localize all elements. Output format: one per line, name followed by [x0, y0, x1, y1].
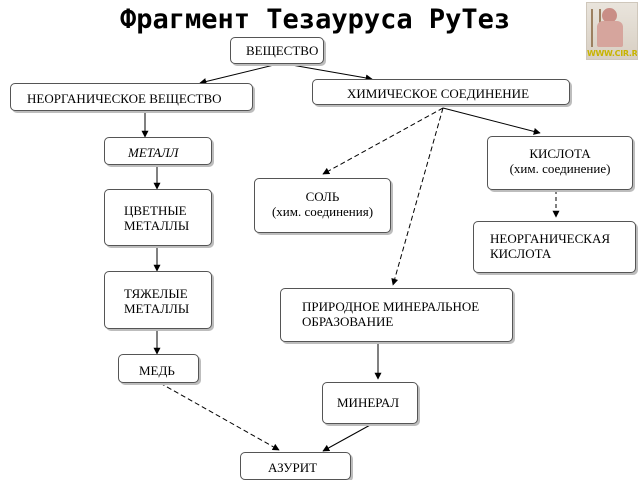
node-mineral: МИНЕРАЛ [322, 382, 418, 424]
node-med: МЕДЬ [118, 354, 199, 383]
edge-khim-to-kislota [442, 107, 541, 135]
node-neorganicheskoe-veshchestvo: НЕОРГАНИЧЕСКОЕ ВЕЩЕСТВО [10, 83, 253, 111]
node-veshchestvo: ВЕЩЕСТВО [230, 37, 324, 64]
edge-khim-to-sol [322, 107, 444, 175]
edge-veshchestvo-to-khim [285, 63, 373, 82]
node-neorganicheskaya-kislota: НЕОРГАНИЧЕСКАЯ КИСЛОТА [473, 221, 636, 273]
node-khimicheskoe-soedinenie: ХИМИЧЕСКОЕ СОЕДИНЕНИЕ [312, 79, 570, 105]
logo-figure-head [602, 8, 617, 23]
diagram-title: Фрагмент Тезауруса РуТез [120, 4, 511, 35]
node-metall: МЕТАЛЛ [104, 137, 212, 165]
node-tsvetnye-metally: ЦВЕТНЫЕ МЕТАЛЛЫ [104, 189, 212, 246]
cir-logo: WWW.CIR.RU [586, 2, 638, 60]
node-sol: СОЛЬ (хим. соединения) [254, 178, 391, 233]
edge-veshchestvo-to-neorg [199, 63, 279, 85]
node-tyazhelye-metally: ТЯЖЕЛЫЕ МЕТАЛЛЫ [104, 271, 212, 329]
logo-text: WWW.CIR.RU [587, 49, 638, 58]
node-azurit: АЗУРИТ [240, 452, 351, 480]
node-kislota: КИСЛОТА (хим. соединение) [487, 136, 633, 190]
logo-figure-body [597, 21, 623, 47]
node-prirodnoe-mineralnoe-obrazovanie: ПРИРОДНОЕ МИНЕРАЛЬНОЕ ОБРАЗОВАНИЕ [280, 288, 513, 342]
edge-med-to-azurit [159, 382, 280, 451]
edge-khim-to-prirodnoe [391, 107, 444, 286]
edge-mineral-to-azurit [322, 423, 373, 452]
